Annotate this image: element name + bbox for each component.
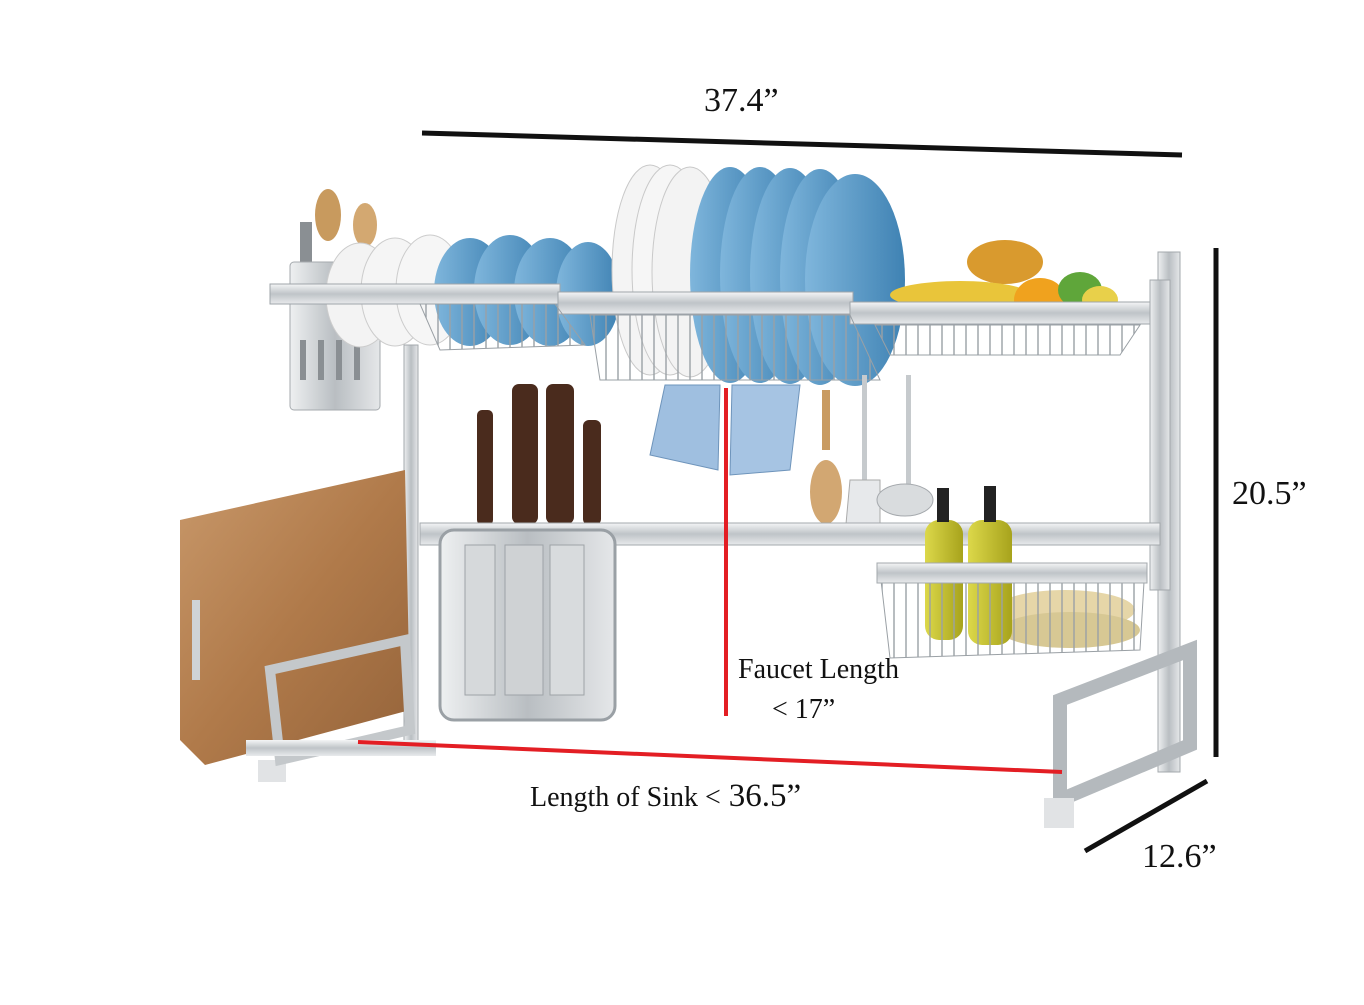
depth-label: 12.6”: [1142, 838, 1217, 875]
width-dimension-line: [421, 130, 1183, 158]
knife-block: [438, 528, 617, 722]
frame-posts: [258, 251, 1197, 828]
sink-length-title: Length of Sink <: [530, 782, 721, 813]
knives: [477, 384, 601, 525]
top-shelf: [269, 283, 1151, 381]
sink-length-line: [357, 740, 1063, 774]
faucet-length-title: Faucet Length: [738, 654, 899, 685]
sink-length-label: Length of Sink <36.5”: [530, 778, 801, 815]
sink-length-value: 36.5”: [728, 778, 802, 814]
bottom-basket: [876, 486, 1148, 659]
dish-towels: [649, 384, 801, 476]
faucet-length-value: < 17”: [772, 694, 836, 725]
height-label: 20.5”: [1232, 475, 1307, 512]
depth-dimension-line: [1083, 778, 1209, 854]
cutting-board: [180, 470, 436, 767]
hanging-utensils: [810, 375, 934, 536]
width-label: 37.4”: [704, 82, 779, 119]
faucet-length-label: Faucet Length < 17”: [738, 650, 899, 730]
